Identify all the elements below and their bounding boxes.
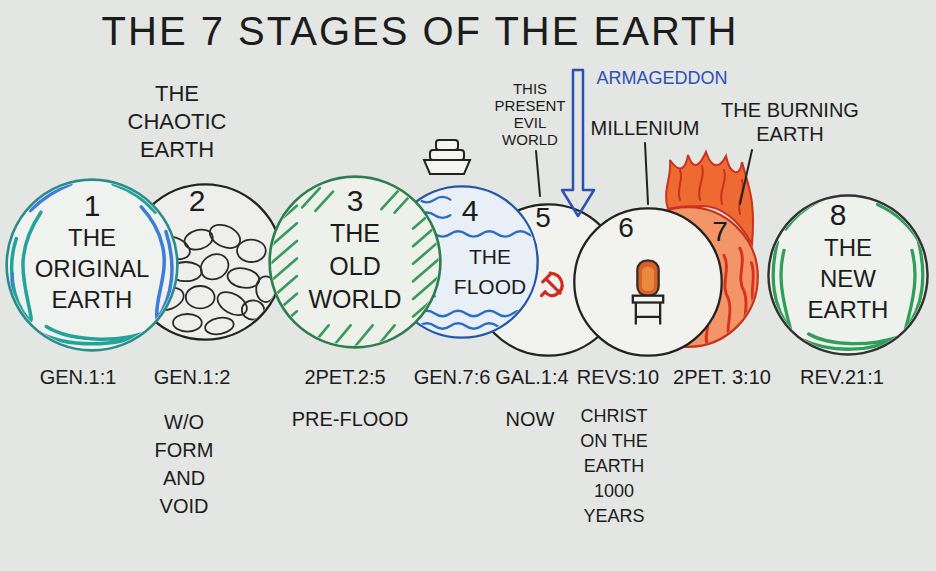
reference-label: GEN.1:1	[40, 366, 117, 389]
stage-circle: MILLENIUM6	[572, 206, 724, 358]
stage-number: 3	[335, 183, 375, 218]
reference-label: CHRIST ON THE EARTH 1000 YEARS	[576, 404, 652, 529]
stage-number: 1	[72, 188, 112, 223]
reference-label: 2PET. 3:10	[673, 366, 771, 389]
flame-strokes	[679, 166, 743, 214]
leader-lines	[536, 143, 752, 204]
stage-number: 8	[818, 197, 858, 232]
reference-label: REVS:10	[577, 366, 659, 389]
stage-circle: 1THE ORIGINAL EARTH	[4, 177, 180, 353]
stage-name: THE FLOOD	[448, 242, 533, 302]
event-label: ARMAGEDDON	[596, 68, 727, 89]
stage-name: THE BURNING EARTH	[710, 98, 870, 146]
reference-label: GEN.7:6	[414, 366, 491, 389]
stage-name: THIS PRESENT EVIL WORLD	[492, 80, 568, 148]
reference-label: GAL.1:4	[495, 366, 568, 389]
stage-number: 2	[177, 183, 217, 218]
stage-number: 4	[450, 193, 490, 228]
reference-label: W/O FORM AND VOID	[149, 408, 219, 520]
stage-name: THE ORIGINAL EARTH	[22, 222, 162, 315]
stage-number: 7	[707, 216, 733, 248]
stage-number: 5	[528, 202, 558, 234]
stage-name: MILLENIUM	[585, 116, 705, 140]
circle-outline	[572, 206, 724, 358]
reference-label: PRE-FLOOD	[292, 408, 409, 431]
ark-drawing	[424, 140, 470, 174]
stage-number: 6	[611, 212, 641, 244]
stage-circle: 8THE NEW EARTH	[766, 193, 930, 357]
reference-label: 2PET.2:5	[304, 366, 385, 389]
stage-name: THE CHAOTIC EARTH	[122, 80, 232, 164]
reference-label: NOW	[506, 408, 555, 431]
armageddon-arrow	[562, 70, 594, 216]
reference-label: REV.21:1	[800, 366, 884, 389]
stage-name: THE NEW EARTH	[803, 232, 893, 325]
diagram-title: THE 7 STAGES OF THE EARTH	[102, 8, 739, 54]
reference-label: GEN.1:2	[154, 366, 231, 389]
stage-circle: 3THE OLD WORLD	[267, 174, 443, 350]
stage-name: THE OLD WORLD	[306, 217, 404, 316]
